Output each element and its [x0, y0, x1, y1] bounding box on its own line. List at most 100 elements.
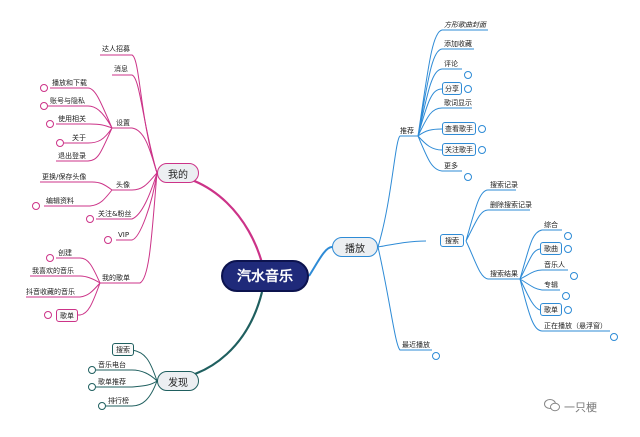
badge-icon: [88, 383, 96, 391]
node-avatar-item[interactable]: 更换/保存头像: [42, 173, 87, 181]
edge-my-messages: [112, 74, 158, 174]
node-result-item[interactable]: 正在播放（悬浮窗）: [544, 322, 607, 330]
badge-icon: [564, 306, 572, 314]
node-vip[interactable]: VIP: [118, 231, 130, 239]
node-search-item[interactable]: 删除搜索记录: [490, 201, 532, 209]
node-share-box[interactable]: 分享: [442, 82, 462, 95]
node-songs[interactable]: 我的歌单: [102, 274, 130, 282]
node-discover-item[interactable]: 排行榜: [108, 397, 129, 405]
node-result-playlist-box[interactable]: 歌单: [540, 303, 562, 316]
badge-icon: [564, 232, 572, 240]
node-settings-item[interactable]: 使用相关: [58, 115, 86, 123]
badge-icon: [464, 85, 472, 93]
node-result-item[interactable]: 综合: [544, 221, 558, 229]
node-recommend-item[interactable]: 方形歌曲封面: [444, 21, 486, 29]
node-result-item[interactable]: 音乐人: [544, 261, 565, 269]
node-result-item[interactable]: 专辑: [544, 281, 558, 289]
badge-icon: [88, 366, 96, 374]
branch-play-label: 播放: [345, 243, 365, 255]
node-search-item[interactable]: 搜索记录: [490, 181, 518, 189]
edge-root-play: [308, 246, 333, 277]
node-follow-singer: 关注歌手: [445, 145, 473, 154]
badge-icon: [86, 215, 94, 223]
edge-my-vip: [116, 172, 158, 241]
node-avatar[interactable]: 头像: [116, 181, 130, 189]
edge-play-search: [377, 240, 427, 248]
badge-icon: [562, 292, 570, 300]
node-recent[interactable]: 最近播放: [402, 341, 430, 349]
node-discover-search-box[interactable]: 搜索: [112, 343, 134, 356]
edge-play-recommend: [377, 135, 418, 248]
node-result-playlist: 歌单: [544, 305, 558, 314]
node-settings[interactable]: 设置: [116, 119, 130, 127]
node-songs-item[interactable]: 我喜欢的音乐: [32, 267, 74, 275]
node-view-singer: 查看歌手: [445, 124, 473, 133]
root-node[interactable]: 汽水音乐: [221, 260, 309, 292]
node-discover-item[interactable]: 歌单推荐: [98, 378, 126, 386]
node-view-singer-box[interactable]: 查看歌手: [442, 122, 476, 135]
badge-icon: [104, 236, 112, 244]
node-messages[interactable]: 消息: [114, 65, 128, 73]
badge-icon: [46, 120, 54, 128]
edge-root-discover: [156, 291, 264, 383]
edge-recommend-items: [417, 29, 488, 172]
node-playlist-box[interactable]: 歌单: [56, 309, 78, 322]
node-songs-item[interactable]: 创建: [58, 249, 72, 257]
node-settings-item[interactable]: 播放和下载: [52, 79, 87, 87]
badge-icon: [464, 71, 472, 79]
branch-my[interactable]: 我的: [157, 163, 199, 183]
node-follow-singer-box[interactable]: 关注歌手: [442, 143, 476, 156]
badge-icon: [98, 402, 106, 410]
node-recommend-item[interactable]: 更多: [444, 162, 458, 170]
badge-icon: [570, 272, 578, 280]
node-settings-item[interactable]: 退出登录: [58, 152, 86, 160]
node-search-box[interactable]: 搜索: [440, 234, 464, 247]
branch-play[interactable]: 播放: [332, 237, 378, 257]
node-recommend-item[interactable]: 歌词显示: [444, 99, 472, 107]
edge-discover-items: [96, 349, 158, 407]
badge-icon: [478, 125, 486, 133]
badge-icon: [56, 139, 64, 147]
badge-icon: [44, 311, 52, 319]
edge-my-follow: [96, 172, 158, 220]
wechat-icon: [544, 399, 560, 412]
node-search-results[interactable]: 搜索结果: [490, 270, 518, 278]
badge-icon: [610, 333, 618, 341]
badge-icon: [464, 173, 472, 181]
edge-my-talent: [100, 54, 158, 174]
edge-my-songs: [100, 172, 158, 284]
badge-icon: [40, 84, 48, 92]
edge-settings-items: [48, 87, 113, 162]
node-result-song-box[interactable]: 歌曲: [540, 242, 562, 255]
watermark: 一只梗: [564, 401, 597, 414]
root-label: 汽水音乐: [237, 269, 293, 285]
node-songs-item[interactable]: 抖音收藏的音乐: [26, 288, 75, 296]
node-recommend-item[interactable]: 评论: [444, 60, 458, 68]
node-settings-item[interactable]: 关于: [72, 134, 86, 142]
edge-search-items: [465, 189, 530, 280]
branch-my-label: 我的: [168, 169, 188, 181]
branch-discover-label: 发现: [168, 377, 188, 389]
node-discover-item[interactable]: 音乐电台: [98, 361, 126, 369]
badge-icon: [46, 254, 54, 262]
node-settings-item[interactable]: 账号与隐私: [50, 97, 85, 105]
node-result-song: 歌曲: [544, 244, 558, 253]
edge-my-avatar: [112, 172, 158, 191]
edge-avatar-items: [40, 181, 113, 207]
node-follow[interactable]: 关注&粉丝: [98, 210, 132, 218]
node-search: 搜索: [445, 236, 459, 245]
node-recommend[interactable]: 推荐: [400, 127, 414, 135]
edge-root-my: [156, 171, 264, 264]
badge-icon: [40, 102, 48, 110]
node-avatar-item[interactable]: 编辑资料: [46, 197, 74, 205]
node-discover-search: 搜索: [116, 345, 130, 354]
node-recommend-item[interactable]: 添加收藏: [444, 40, 472, 48]
badge-icon: [32, 202, 40, 210]
node-playlist: 歌单: [60, 311, 74, 320]
badge-icon: [432, 352, 440, 360]
edge-play-recent: [377, 246, 432, 351]
branch-discover[interactable]: 发现: [157, 371, 199, 391]
node-talent[interactable]: 达人招募: [102, 45, 130, 53]
edge-results-items: [519, 229, 610, 332]
